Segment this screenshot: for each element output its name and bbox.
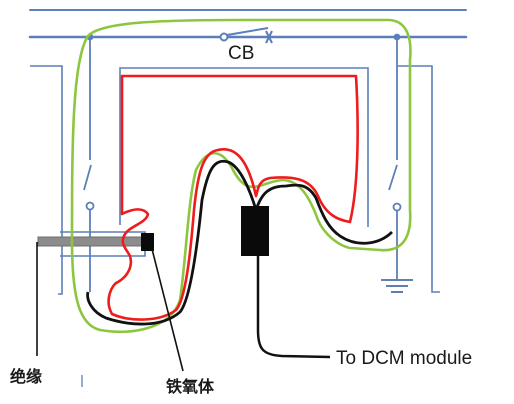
enclosure-frame — [30, 65, 440, 295]
outer-right-frame — [398, 65, 440, 293]
cb-blade — [226, 27, 269, 36]
circuit-breaker-switch-icon — [219, 27, 273, 44]
red-loop-path — [107, 74, 359, 321]
current-transformer-icon — [241, 206, 269, 256]
right-disconnect-switch — [388, 33, 402, 279]
ferrite-leader-line — [151, 248, 184, 372]
dcm-label: To DCM module — [336, 348, 472, 369]
outer-left-frame — [30, 65, 63, 295]
dcm-cable-lead — [256, 329, 331, 359]
left-switch-contact — [85, 201, 95, 211]
left-switch-blade — [83, 164, 92, 191]
cb-contact-left — [219, 32, 229, 42]
cb-label: CB — [228, 43, 254, 64]
left-disconnect-switch — [83, 33, 95, 292]
green-loop-path — [70, 18, 412, 333]
ferrite-core-icon — [141, 233, 154, 251]
black-cable-path — [86, 159, 393, 326]
right-bus-tap — [393, 33, 401, 41]
inner-frame-top — [119, 67, 369, 227]
right-switch-blade — [388, 164, 398, 191]
rod-body — [37, 236, 143, 247]
ferrite-label: 铁氧体 — [166, 377, 215, 396]
ground-symbol-icon — [381, 279, 413, 293]
insulation-label: 绝缘 — [10, 367, 42, 386]
cb-cross-b — [265, 30, 273, 44]
right-switch-contact — [392, 202, 402, 212]
busbar-group — [28, 9, 468, 39]
